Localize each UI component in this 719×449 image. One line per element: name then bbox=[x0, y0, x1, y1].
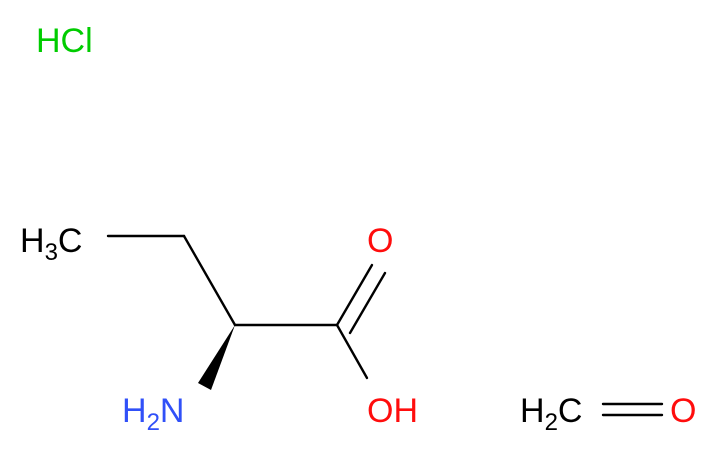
hcl-label: HCl bbox=[36, 22, 93, 60]
amine-h: H bbox=[122, 392, 147, 430]
formaldehyde-carbon-label: H2C bbox=[520, 392, 582, 436]
methyl-label: H3C bbox=[20, 222, 82, 266]
hydroxyl-label: OH bbox=[367, 392, 418, 430]
amine-label: H2N bbox=[122, 392, 184, 436]
formaldehyde-oxygen-label: O bbox=[670, 392, 696, 430]
bond-carbonyl-1 bbox=[335, 263, 374, 327]
formaldehyde-h: H bbox=[520, 392, 545, 430]
amine-subscript: 2 bbox=[147, 409, 160, 436]
bond-c-oh bbox=[335, 323, 369, 380]
methyl-c: C bbox=[58, 222, 83, 260]
amine-n: N bbox=[160, 392, 185, 430]
methyl-h: H bbox=[20, 222, 45, 260]
formaldehyde-subscript: 2 bbox=[545, 409, 558, 436]
bond-ch2-calpha bbox=[182, 234, 237, 327]
formaldehyde-c: C bbox=[558, 392, 583, 430]
bond-carbonyl-2 bbox=[348, 271, 387, 335]
bonds bbox=[106, 234, 387, 380]
carbonyl-oxygen-label: O bbox=[367, 222, 393, 260]
formaldehyde-double-bond bbox=[601, 402, 664, 417]
wedge-bond-amine bbox=[198, 325, 235, 390]
methyl-subscript: 3 bbox=[45, 239, 58, 266]
